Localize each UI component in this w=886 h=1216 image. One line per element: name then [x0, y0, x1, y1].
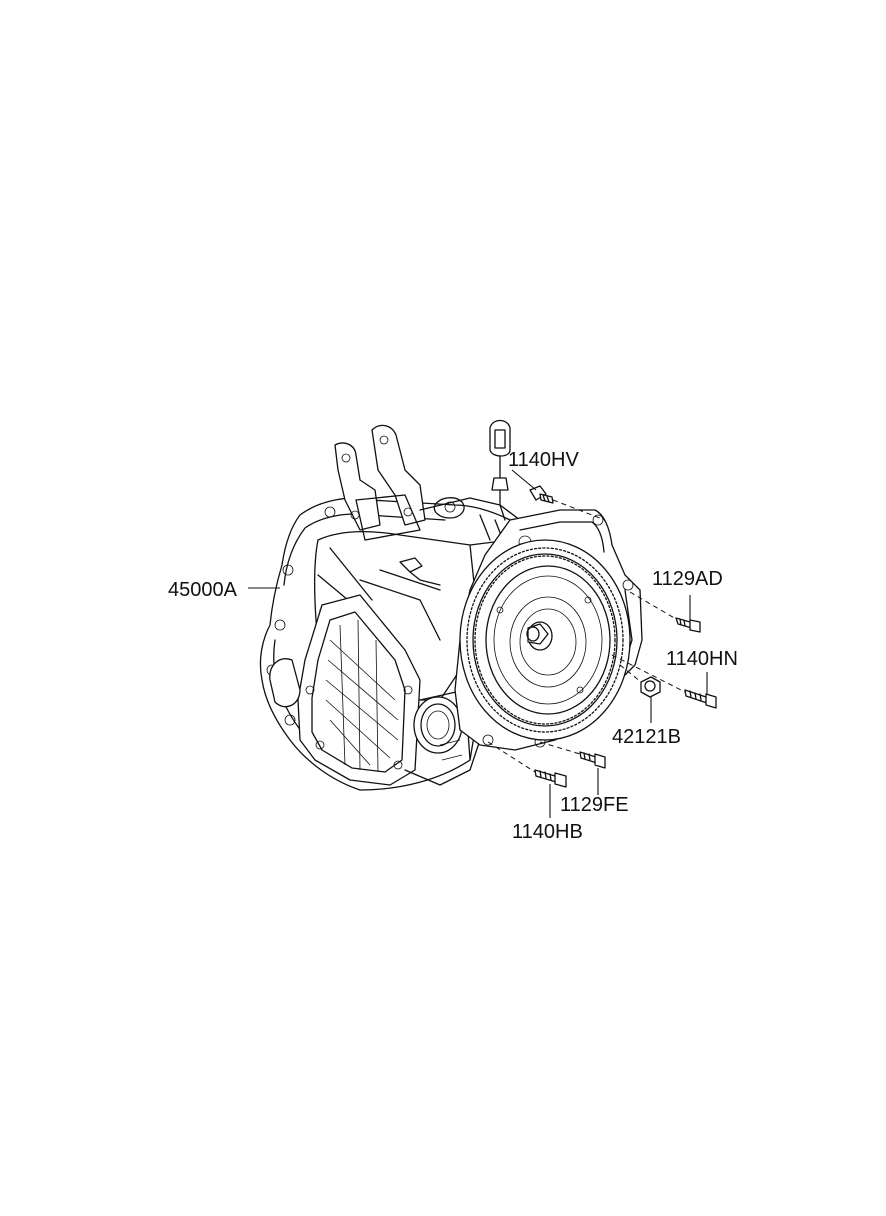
bolt-1140HN: [684, 689, 717, 709]
plug-42121B: [640, 676, 661, 698]
label-1140HN: 1140HN: [666, 648, 738, 670]
label-42121B: 42121B: [612, 726, 681, 748]
label-1140HB: 1140HB: [512, 821, 583, 843]
bolt-1140HB: [534, 769, 567, 788]
mount-bracket-left: [334, 442, 381, 531]
guide-1140HN: [611, 654, 686, 693]
label-45000A: 45000A: [168, 579, 238, 601]
bolt-1140HV: [529, 485, 554, 504]
converter-housing: [454, 509, 643, 751]
mount-bracket-right: [371, 424, 426, 526]
guide-1140HB: [487, 741, 536, 773]
transaxle-case: [259, 424, 521, 791]
label-1129AD: 1129AD: [652, 568, 723, 590]
dipstick: [489, 419, 511, 521]
label-1129FE: 1129FE: [560, 794, 629, 816]
torque-converter: [485, 565, 611, 715]
guide-1129FE: [539, 741, 581, 755]
label-1140HV: 1140HV: [508, 449, 579, 471]
guide-1140HV: [552, 499, 606, 521]
leader-1140HV: [511, 469, 537, 491]
bolt-1129FE: [579, 751, 606, 769]
guide-42121B: [619, 664, 642, 683]
bolt-1129AD: [675, 617, 701, 633]
